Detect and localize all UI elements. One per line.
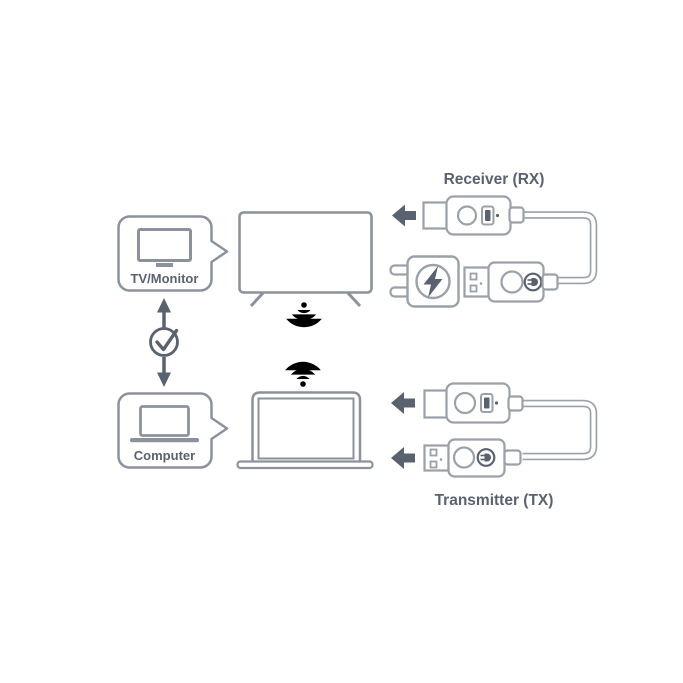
wifi-up-icon bbox=[285, 361, 321, 387]
computer-label: Computer bbox=[134, 448, 195, 463]
pairing-connector bbox=[149, 298, 179, 387]
rx-cable bbox=[523, 211, 598, 285]
tv-icon bbox=[137, 228, 192, 267]
tx-cable bbox=[522, 399, 598, 461]
tv-monitor-callout: TV/Monitor bbox=[117, 215, 229, 292]
plug-circle-icon bbox=[523, 272, 543, 292]
left-arrow-icon bbox=[392, 204, 416, 227]
power-adapter bbox=[389, 255, 460, 308]
lightning-bolt-icon bbox=[423, 266, 443, 298]
laptop-drawing bbox=[236, 391, 374, 470]
rx-usb-power-plug bbox=[463, 261, 559, 303]
tx-hdmi-dongle bbox=[423, 382, 524, 424]
receiver-label: Receiver (RX) bbox=[444, 171, 545, 188]
transmitter-label: Transmitter (TX) bbox=[435, 492, 554, 509]
tx-usb-dongle bbox=[423, 438, 522, 478]
led-window-icon bbox=[500, 270, 524, 294]
left-arrow-icon bbox=[391, 392, 415, 414]
left-arrow-icon bbox=[391, 447, 415, 469]
led-window-icon bbox=[452, 446, 476, 469]
tv-monitor-label: TV/Monitor bbox=[131, 271, 199, 286]
rx-hdmi-dongle bbox=[422, 195, 525, 236]
receiver-unit bbox=[389, 195, 598, 308]
led-window-icon bbox=[453, 391, 477, 415]
check-circle-icon bbox=[149, 327, 179, 357]
laptop-icon bbox=[130, 405, 199, 443]
computer-callout: Computer bbox=[117, 392, 229, 469]
arrow-up-icon bbox=[157, 298, 171, 328]
wifi-down-icon bbox=[286, 302, 322, 328]
arrow-down-icon bbox=[157, 357, 171, 387]
plug-circle-icon bbox=[476, 448, 496, 467]
tv-drawing bbox=[238, 211, 373, 308]
transmitter-unit bbox=[391, 382, 598, 478]
led-window-icon bbox=[456, 205, 478, 226]
